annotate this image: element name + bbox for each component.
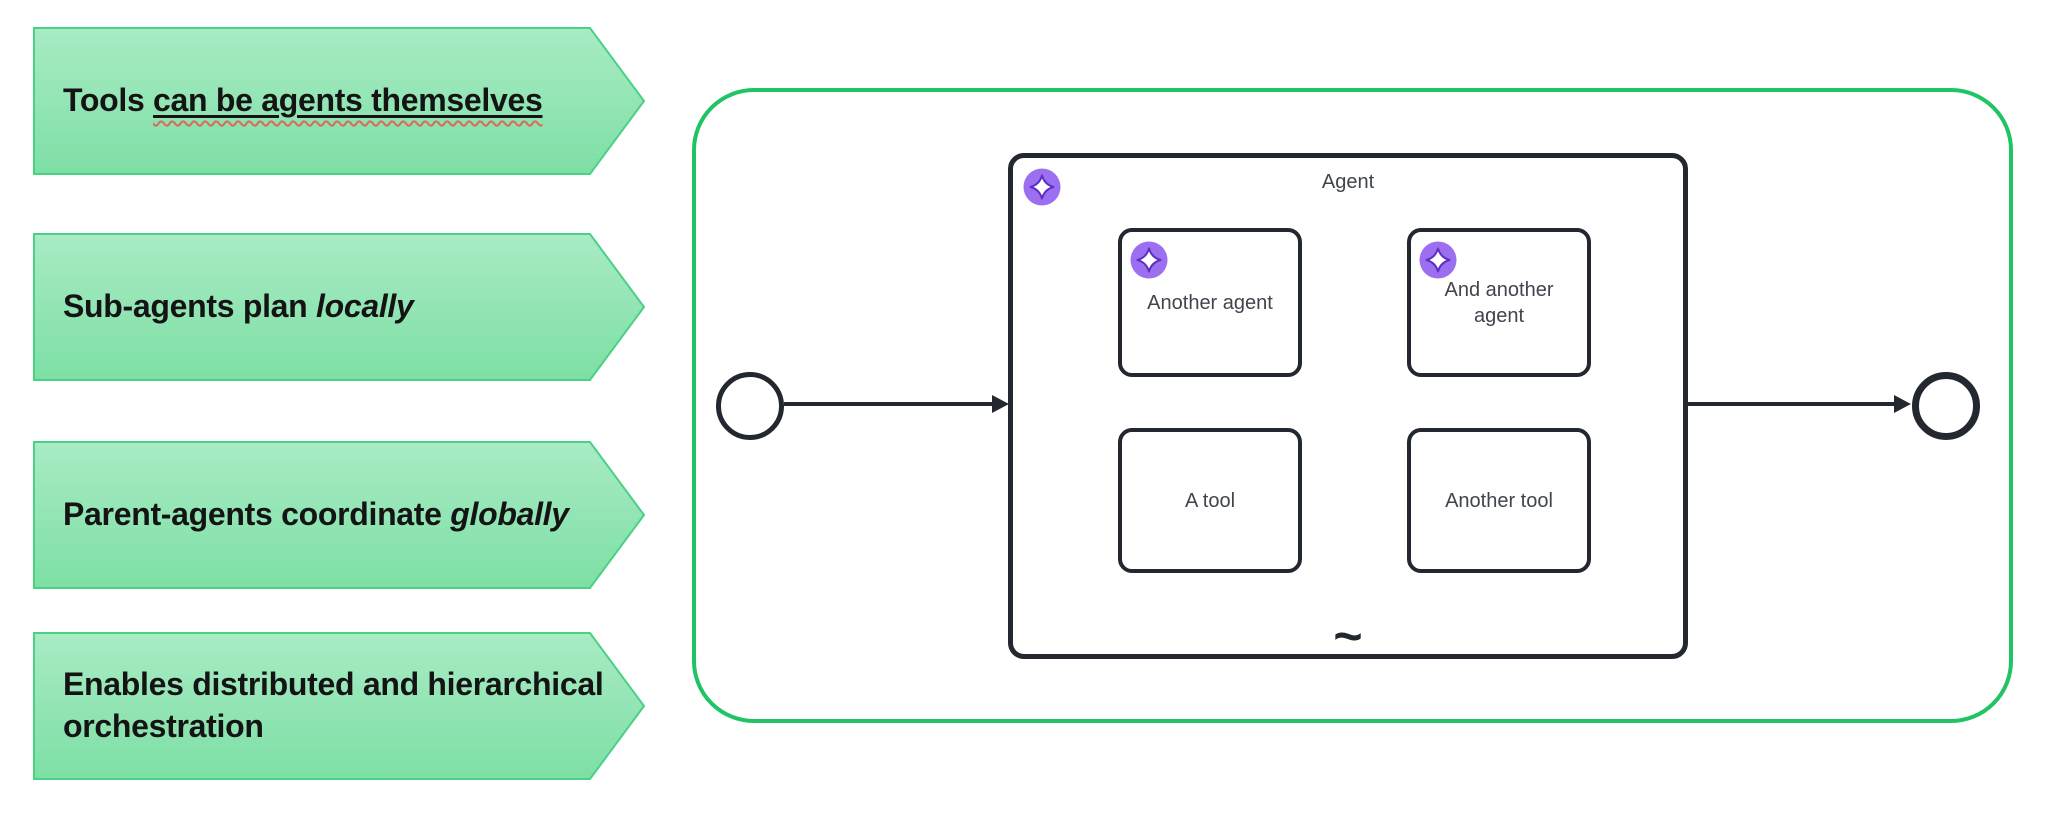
callout-text: Sub-agents plan locally bbox=[63, 233, 643, 381]
sparkle-icon bbox=[1419, 241, 1457, 279]
callout-segment: Parent-agents coordinate bbox=[63, 496, 451, 533]
callout-segment: Enables distributed and hierarchical orc… bbox=[63, 666, 604, 744]
callout-arrow-shape bbox=[33, 27, 645, 175]
tool-box-a-tool: A tool bbox=[1118, 428, 1302, 573]
callout-enables-distributed-orchestration: Enables distributed and hierarchical orc… bbox=[33, 632, 645, 780]
sequence-flow-line bbox=[1688, 402, 1894, 406]
callout-arrow-shape bbox=[33, 632, 645, 780]
sequence-flow-line bbox=[784, 402, 992, 406]
sparkle-icon bbox=[1130, 241, 1168, 279]
callout-text: Enables distributed and hierarchical orc… bbox=[63, 632, 643, 780]
callout-text: Parent-agents coordinate globally bbox=[63, 441, 643, 589]
sequence-flow-arrowhead bbox=[1894, 395, 1911, 413]
agent-subprocess-box: Agent Another agent And another agent A … bbox=[1008, 153, 1688, 664]
callout-segment: Sub-agents plan bbox=[63, 288, 316, 325]
callout-arrow-shape bbox=[33, 441, 645, 589]
end-event-circle bbox=[1912, 372, 1980, 440]
callout-tools-can-be-agents: Tools can be agents themselves bbox=[33, 27, 645, 175]
callout-subagents-plan-locally: Sub-agents plan locally bbox=[33, 233, 645, 381]
agent-label: Agent bbox=[1321, 171, 1375, 193]
sub-agent-box-and-another-agent: And another agent bbox=[1407, 228, 1591, 377]
start-event-circle bbox=[716, 372, 784, 440]
callout-segment: Tools bbox=[63, 82, 154, 119]
tool-box-another-tool: Another tool bbox=[1407, 428, 1591, 573]
sub-box-label: Another agent bbox=[1147, 291, 1273, 314]
callout-segment-italic: locally bbox=[316, 288, 414, 325]
adhoc-subprocess-tilde-marker: ~ bbox=[1333, 608, 1363, 664]
sparkle-icon bbox=[1023, 168, 1061, 206]
callout-text: Tools can be agents themselves bbox=[63, 27, 643, 175]
sub-box-label: And another agent bbox=[1444, 278, 1554, 327]
sequence-flow-arrowhead bbox=[992, 395, 1009, 413]
callout-segment-underlined: can be agents themselves bbox=[153, 82, 543, 119]
bpmn-process-container bbox=[692, 88, 2013, 723]
callout-arrow-shape bbox=[33, 233, 645, 381]
sub-box-label: A tool bbox=[1184, 489, 1236, 512]
callout-parent-agents-coordinate: Parent-agents coordinate globally bbox=[33, 441, 645, 589]
callout-segment-italic: globally bbox=[450, 496, 569, 533]
sub-box-label: Another tool bbox=[1445, 489, 1553, 512]
sub-agent-box-another-agent: Another agent bbox=[1118, 228, 1302, 377]
